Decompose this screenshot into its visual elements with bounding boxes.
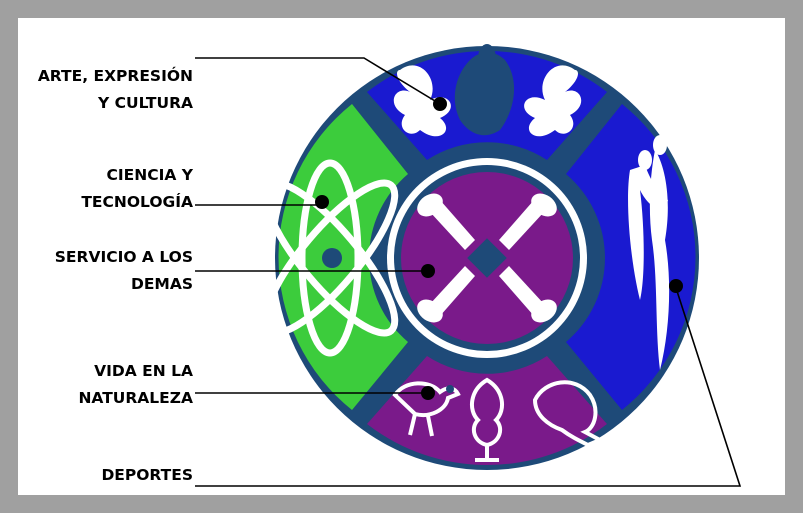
label-vida-line1: VIDA EN LA (94, 362, 193, 380)
label-arte-line2: Y CULTURA (98, 94, 193, 112)
dot-servicio (421, 264, 435, 278)
label-ciencia: CIENCIA Y TECNOLOGÍA (0, 162, 193, 216)
leader-arte (195, 57, 441, 105)
label-vida-line2: NATURALEZA (78, 389, 193, 407)
leader-deportes (195, 287, 742, 487)
dot-deportes (669, 279, 683, 293)
label-servicio-line2: DEMAS (130, 275, 193, 293)
leader-lines (195, 57, 742, 487)
atom-icon (261, 159, 399, 357)
label-deportes: DEPORTES (0, 462, 193, 489)
label-servicio-line1: SERVICIO A LOS (54, 248, 193, 266)
leader-dots (315, 97, 683, 400)
label-servicio: SERVICIO A LOS DEMAS (0, 244, 193, 298)
label-deportes-line1: DEPORTES (101, 466, 193, 484)
dot-vida (421, 386, 435, 400)
athletes-icon (628, 135, 670, 370)
atom-nucleus (322, 248, 342, 268)
label-arte-line1: ARTE, EXPRESIÓN (37, 67, 193, 85)
crossed-hands-icon (417, 193, 557, 323)
label-ciencia-line2: TECNOLOGÍA (81, 193, 193, 211)
label-arte: ARTE, EXPRESIÓN Y CULTURA (0, 63, 193, 117)
label-vida: VIDA EN LA NATURALEZA (0, 358, 193, 412)
label-ciencia-line1: CIENCIA Y (106, 166, 193, 184)
dancing-figures-icon (393, 44, 582, 137)
dot-arte (433, 97, 447, 111)
dot-ciencia (315, 195, 329, 209)
